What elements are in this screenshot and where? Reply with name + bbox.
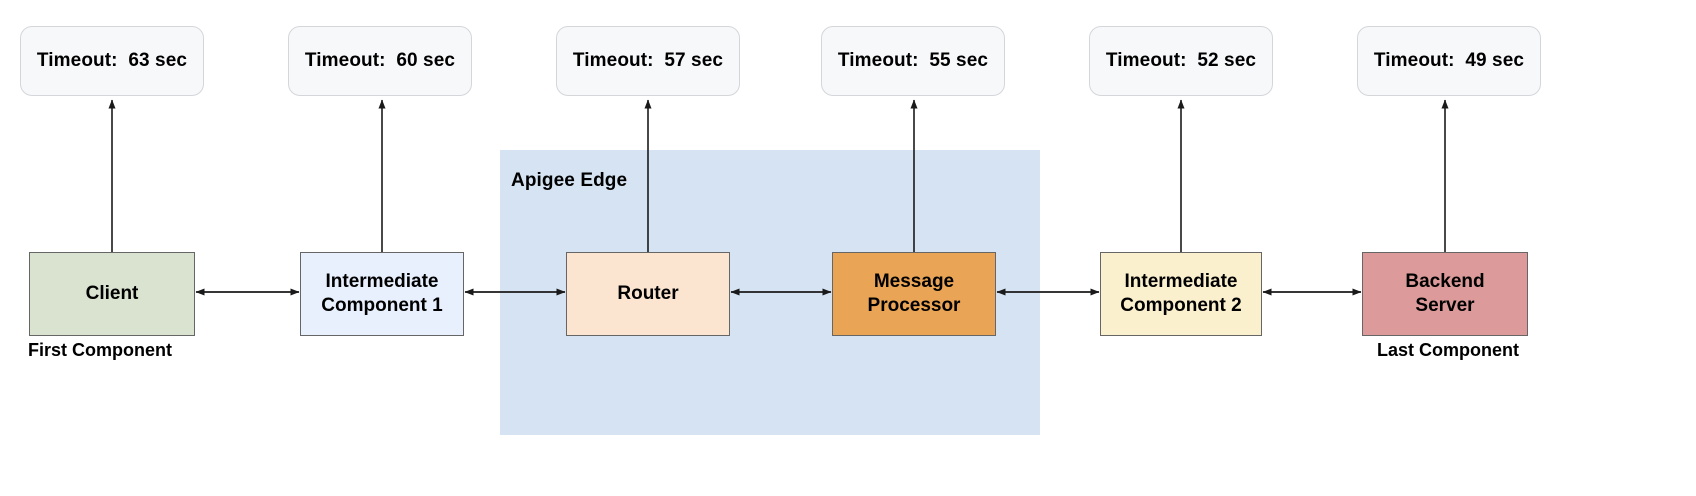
first-component-caption: First Component [28, 340, 172, 360]
node-backend-server-label: Backend Server [1405, 270, 1485, 316]
timeout-mp-label: Timeout: 55 sec [837, 50, 989, 71]
node-message-processor: Message Processor [832, 252, 996, 336]
node-router-label: Router [617, 282, 679, 304]
timeout-backend-box: Timeout: 49 sec [1357, 26, 1541, 96]
node-intermediate-2-label: Intermediate Component 2 [1120, 270, 1242, 316]
timeout-ic2-box: Timeout: 52 sec [1089, 26, 1273, 96]
timeout-client-box: Timeout: 63 sec [20, 26, 204, 96]
node-intermediate-1-label: Intermediate Component 1 [321, 270, 443, 316]
timeout-router-label: Timeout: 57 sec [572, 50, 724, 71]
node-intermediate-2: Intermediate Component 2 [1100, 252, 1262, 336]
node-message-processor-label: Message Processor [867, 270, 961, 316]
node-backend-server: Backend Server [1362, 252, 1528, 336]
node-intermediate-1: Intermediate Component 1 [300, 252, 464, 336]
timeout-backend-label: Timeout: 49 sec [1373, 50, 1525, 71]
timeout-client-label: Timeout: 63 sec [36, 50, 188, 71]
node-client-label: Client [85, 282, 139, 304]
last-component-caption: Last Component [1377, 340, 1519, 360]
timeout-mp-box: Timeout: 55 sec [821, 26, 1005, 96]
timeout-ic2-label: Timeout: 52 sec [1105, 50, 1257, 71]
node-router: Router [566, 252, 730, 336]
node-client: Client [29, 252, 195, 336]
timeout-ic1-label: Timeout: 60 sec [304, 50, 456, 71]
timeout-router-box: Timeout: 57 sec [556, 26, 740, 96]
apigee-edge-group-label: Apigee Edge [511, 170, 628, 191]
timeout-ic1-box: Timeout: 60 sec [288, 26, 472, 96]
